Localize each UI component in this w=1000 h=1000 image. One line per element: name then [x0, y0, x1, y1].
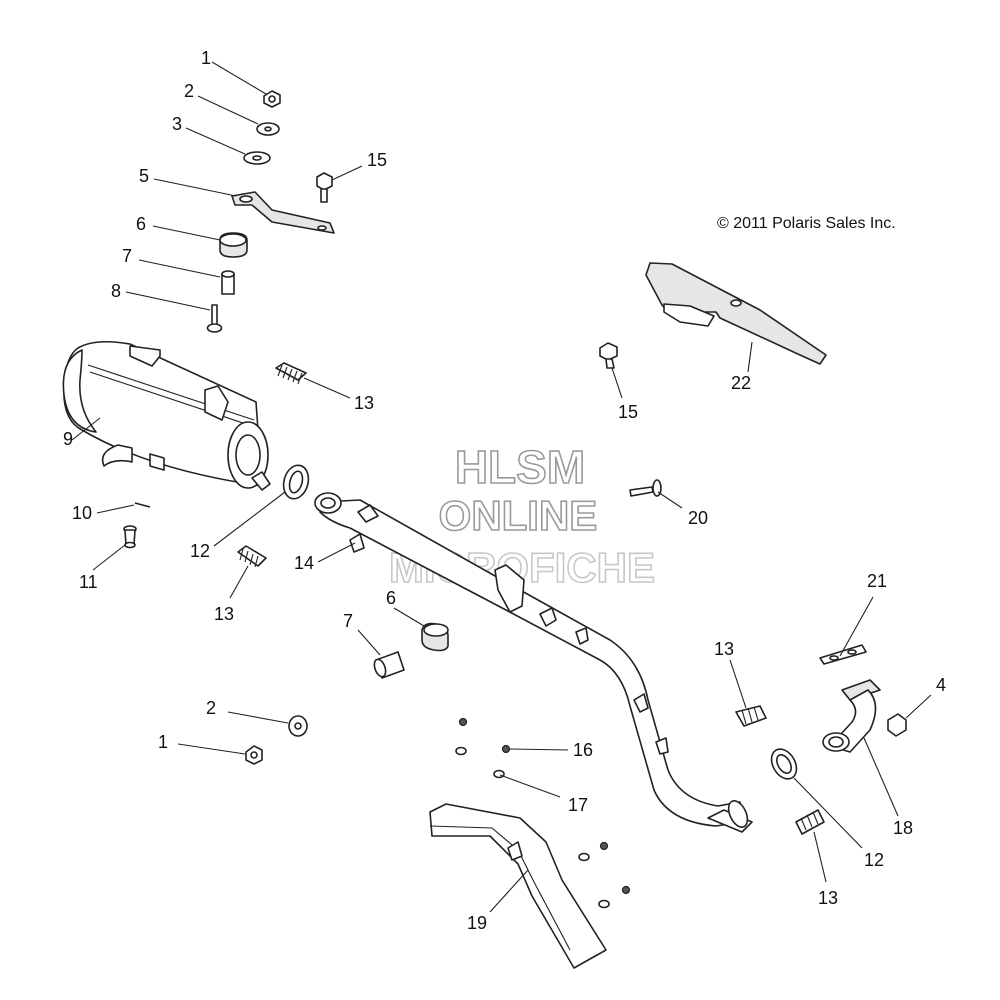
callout-15-top: 15	[367, 150, 387, 170]
watermark-line-2: ONLINE	[439, 492, 598, 539]
callout-8: 8	[111, 281, 121, 301]
callout-19: 19	[467, 913, 487, 933]
part-5-bracket[interactable]	[231, 191, 335, 234]
callout-22: 22	[731, 373, 751, 393]
part-7-spacer-top[interactable]	[221, 270, 235, 295]
part-11-rivet[interactable]	[123, 525, 137, 549]
callout-14: 14	[294, 553, 314, 573]
part-20-bolt[interactable]	[629, 479, 662, 497]
part-14-head-pipe[interactable]	[314, 492, 753, 833]
part-13-spring-lower[interactable]	[795, 809, 825, 835]
callout-3: 3	[172, 114, 182, 134]
callout-7-mid: 7	[343, 611, 353, 631]
part-4-nut[interactable]	[887, 713, 907, 737]
callout-12-lower: 12	[864, 850, 884, 870]
part-9-muffler[interactable]	[62, 340, 271, 491]
part-8-screw[interactable]	[206, 304, 223, 333]
leader-lines	[71, 61, 932, 913]
part-16-nut-group[interactable]	[458, 717, 631, 895]
callout-2-lower: 2	[206, 698, 216, 718]
part-1-nut-lower[interactable]	[245, 745, 263, 765]
callout-12-upper: 12	[190, 541, 210, 561]
callout-4: 4	[936, 675, 946, 695]
part-7-spacer-mid[interactable]	[372, 651, 405, 679]
callout-10: 10	[72, 503, 92, 523]
part-13-spring-right[interactable]	[735, 705, 767, 727]
callout-18: 18	[893, 818, 913, 838]
callout-20: 20	[688, 508, 708, 528]
callout-5: 5	[139, 166, 149, 186]
callout-21: 21	[867, 571, 887, 591]
callout-7-top: 7	[122, 246, 132, 266]
callout-13-lower: 13	[818, 888, 838, 908]
callout-13-upper: 13	[354, 393, 374, 413]
callout-16: 16	[573, 740, 593, 760]
callout-17: 17	[568, 795, 588, 815]
callout-15-right: 15	[618, 402, 638, 422]
part-22-heat-shield-upper[interactable]	[645, 262, 827, 365]
part-19-heat-shield-lower[interactable]	[429, 803, 607, 969]
part-3-washer[interactable]	[243, 151, 271, 165]
callout-1-lower: 1	[158, 732, 168, 752]
part-21-gasket[interactable]	[819, 644, 867, 665]
part-1-nut-top[interactable]	[263, 90, 281, 108]
part-10-pin[interactable]	[134, 502, 151, 508]
callout-2-top: 2	[184, 81, 194, 101]
callout-13-right: 13	[714, 639, 734, 659]
callout-6-top: 6	[136, 214, 146, 234]
part-15-bolt-top[interactable]	[316, 172, 333, 203]
part-12-gasket-upper[interactable]	[280, 462, 312, 501]
part-2-washer-lower[interactable]	[288, 715, 308, 737]
callout-11: 11	[79, 572, 98, 592]
callout-6-mid: 6	[386, 588, 396, 608]
callout-9: 9	[63, 429, 73, 449]
part-6-grommet-top[interactable]	[219, 232, 248, 258]
copyright-notice: © 2011 Polaris Sales Inc.	[717, 215, 896, 232]
part-6-grommet-mid[interactable]	[421, 622, 449, 652]
part-12-gasket-lower[interactable]	[766, 745, 801, 784]
part-13-spring-upper[interactable]	[275, 362, 307, 385]
callout-13-left: 13	[214, 604, 234, 624]
part-13-spring-left[interactable]	[237, 545, 267, 568]
callout-1-top: 1	[201, 48, 211, 68]
part-15-bolt-right[interactable]	[599, 342, 618, 369]
part-2-washer-top[interactable]	[256, 122, 280, 136]
part-18-flange-pipe[interactable]	[822, 679, 881, 753]
watermark-line-1: HLSM	[455, 441, 585, 493]
callout-numbers: 1 2 3 5 6 7 8 15 9 13 10 11 12 13 14 15 …	[63, 48, 946, 933]
